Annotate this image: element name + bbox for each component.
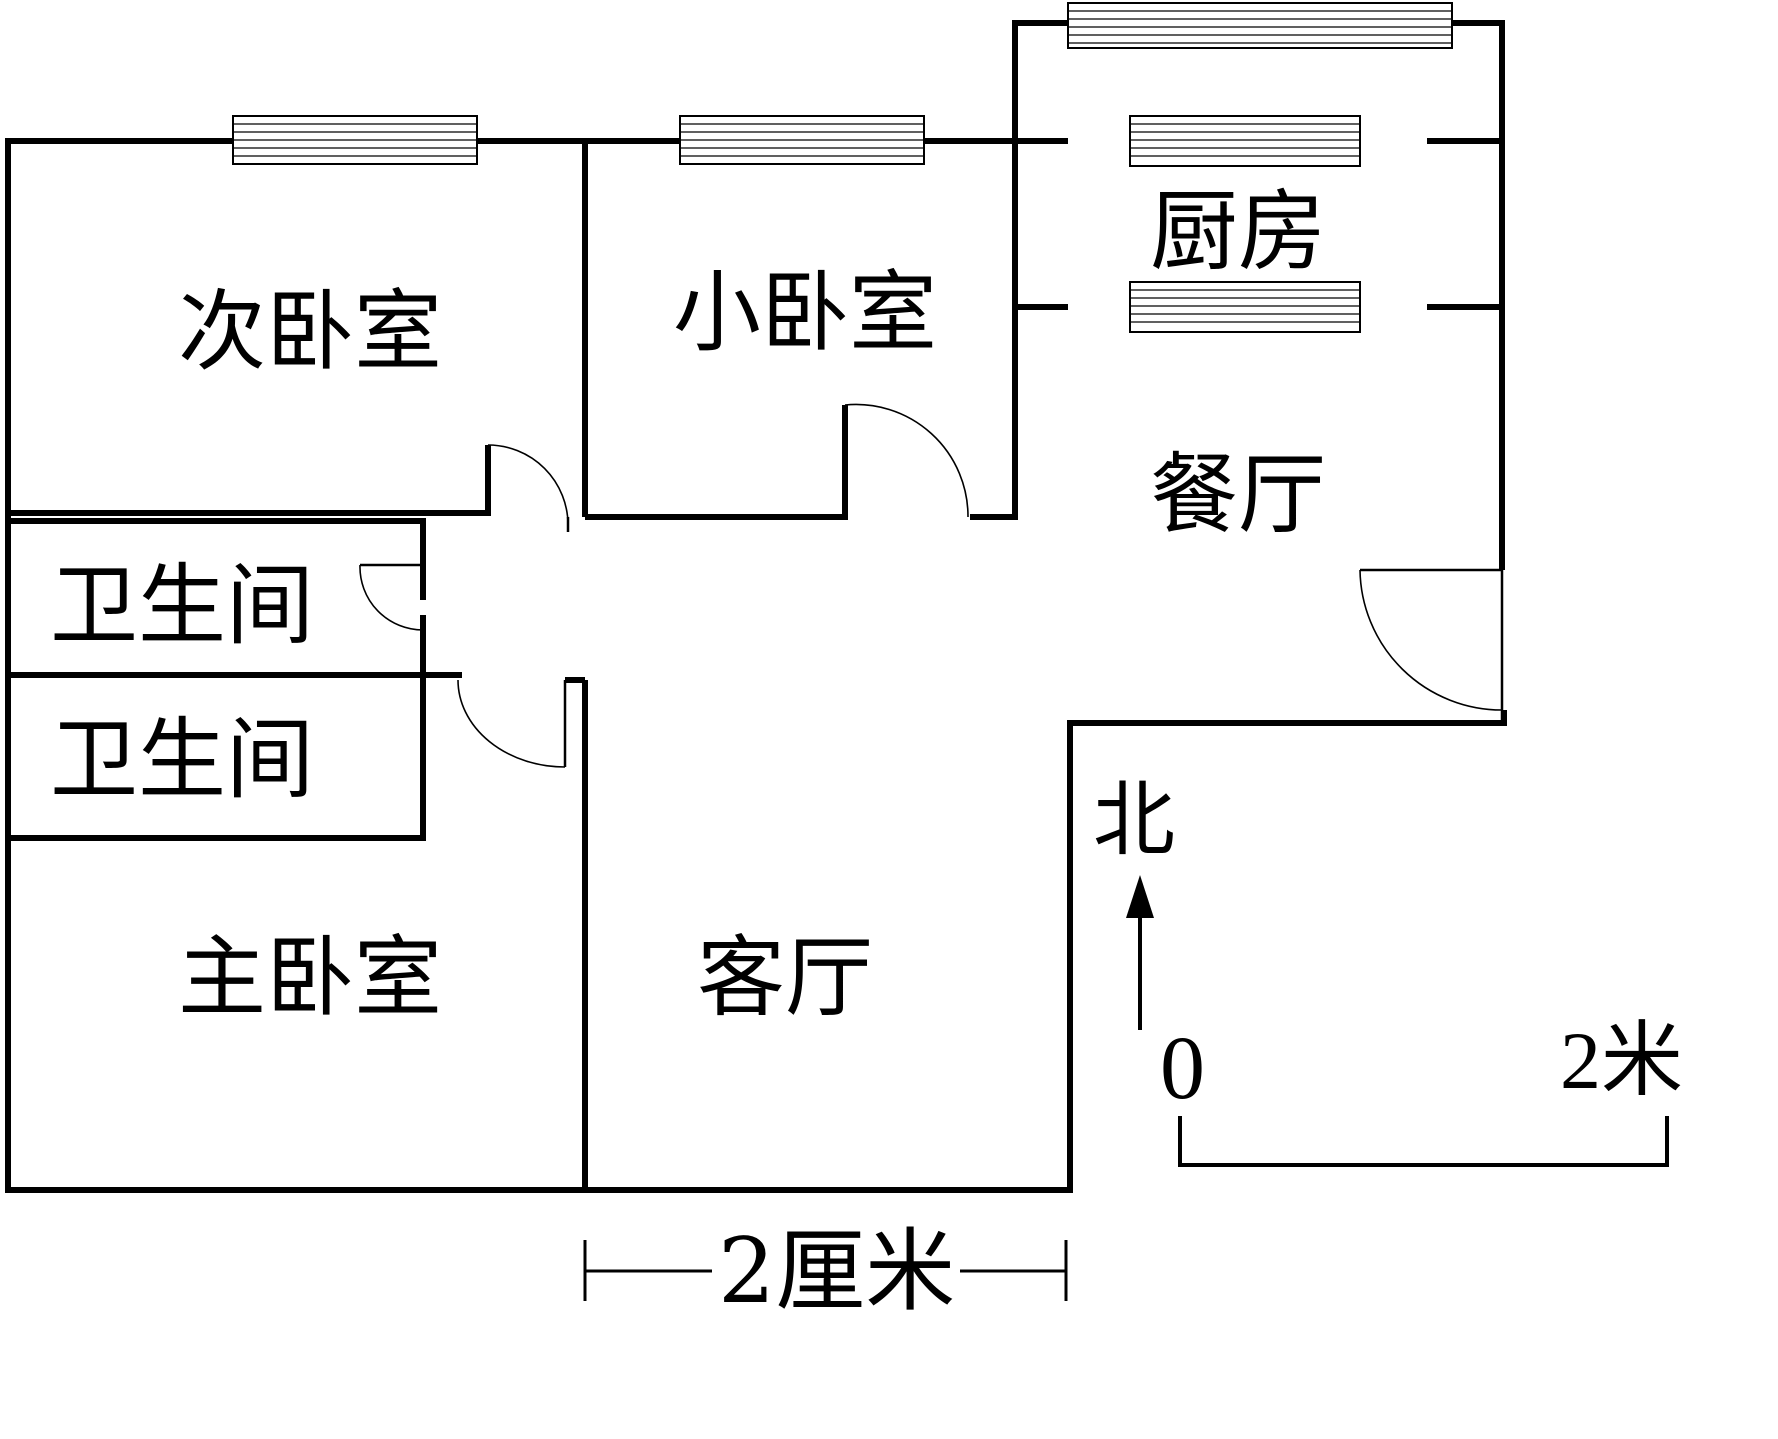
room-label-kitchen: 厨房 [1150,180,1326,283]
scale-bar: 0 2米 [1160,1015,1683,1167]
small-bedroom-south-wall [585,405,848,520]
dimension-line: 2厘米 [583,1219,1068,1324]
room-label-small-bedroom: 小卧室 [673,261,937,364]
room-label-bathroom-1: 卫生间 [50,554,314,657]
room-label-master-bedroom: 主卧室 [178,926,442,1029]
outer-wall-west-south [5,141,1507,1193]
doors [359,403,1504,768]
window-second-bedroom [232,115,478,165]
scale-bar-line [1178,1116,1669,1167]
room-label-dining-room: 餐厅 [1150,443,1326,546]
door-bathroom-2 [457,679,567,768]
room-label-living-room: 客厅 [697,926,873,1029]
door-second-bedroom [486,444,570,532]
second-bedroom-south-wall [8,445,491,516]
window-kitchen-north [1067,2,1453,49]
scale-bar-start-label: 0 [1160,1019,1205,1118]
scale-bar-end-label: 2米 [1560,1015,1683,1106]
room-labels: 次卧室 小卧室 厨房 餐厅 卫生间 卫生间 主卧室 客厅 [50,180,1326,1029]
walls [5,20,1507,1193]
room-label-bathroom-2: 卫生间 [50,708,314,811]
dimension-label: 2厘米 [718,1219,955,1324]
north-compass: 北 [1093,773,1175,1030]
north-arrowhead-icon [1126,875,1154,918]
door-dining-entrance [1359,568,1504,723]
bathroom-2-east-wall [8,615,426,841]
room-label-second-bedroom: 次卧室 [178,280,442,383]
kitchen-counter-bottom [1129,281,1361,333]
door-small-bedroom [843,403,969,518]
window-small-bedroom [679,115,925,165]
north-label: 北 [1093,773,1175,868]
windows [232,2,1453,333]
door-bathroom-1 [359,563,424,631]
kitchen-counter-top [1129,115,1361,167]
small-bedroom-east-wall [970,141,1018,520]
